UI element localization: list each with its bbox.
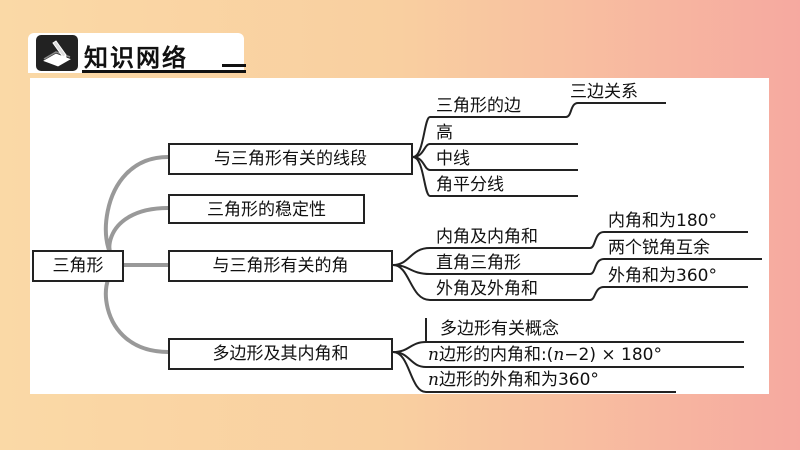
- polygon-n-variable-2: n: [553, 345, 565, 365]
- branch-angles: 与三角形有关的角: [168, 250, 393, 282]
- root-node: 三角形: [32, 250, 124, 282]
- polygon-exterior-text: 边形的外角和为360°: [438, 370, 599, 390]
- segment-median: 中线: [436, 149, 470, 169]
- angle-exterior: 外角及外角和: [436, 279, 538, 299]
- segment-bisector: 角平分线: [436, 175, 504, 195]
- segment-side: 三角形的边: [436, 96, 521, 116]
- angle-interior: 内角及内角和: [436, 227, 538, 247]
- header-underline-accent: [222, 64, 246, 67]
- polygon-n-variable-3: n: [428, 370, 439, 390]
- polygon-interior-sum: n边形的内角和:(n−2) × 180°: [428, 344, 662, 366]
- angle-exterior-sum: 外角和为360°: [608, 266, 717, 286]
- polygon-concepts: 多边形有关概念: [440, 319, 559, 339]
- header-title: 知识网络: [84, 44, 188, 72]
- segment-altitude: 高: [436, 123, 453, 143]
- branch-stability: 三角形的稳定性: [168, 194, 365, 224]
- angle-right-triangle: 直角三角形: [436, 253, 521, 273]
- angle-interior-sum: 内角和为180°: [608, 211, 717, 231]
- polygon-exterior-sum: n边形的外角和为360°: [428, 369, 599, 391]
- angle-acute-complement: 两个锐角互余: [608, 238, 710, 258]
- branch-segments: 与三角形有关的线段: [168, 143, 413, 175]
- polygon-interior-text: 边形的内角和:(: [438, 345, 554, 365]
- book-pencil-icon: [36, 35, 78, 71]
- segment-side-relation: 三边关系: [570, 82, 638, 102]
- branch-polygon: 多边形及其内角和: [168, 338, 393, 370]
- polygon-interior-tail: −2) × 180°: [564, 345, 662, 365]
- polygon-n-variable: n: [428, 345, 439, 365]
- header-underline: [82, 70, 246, 73]
